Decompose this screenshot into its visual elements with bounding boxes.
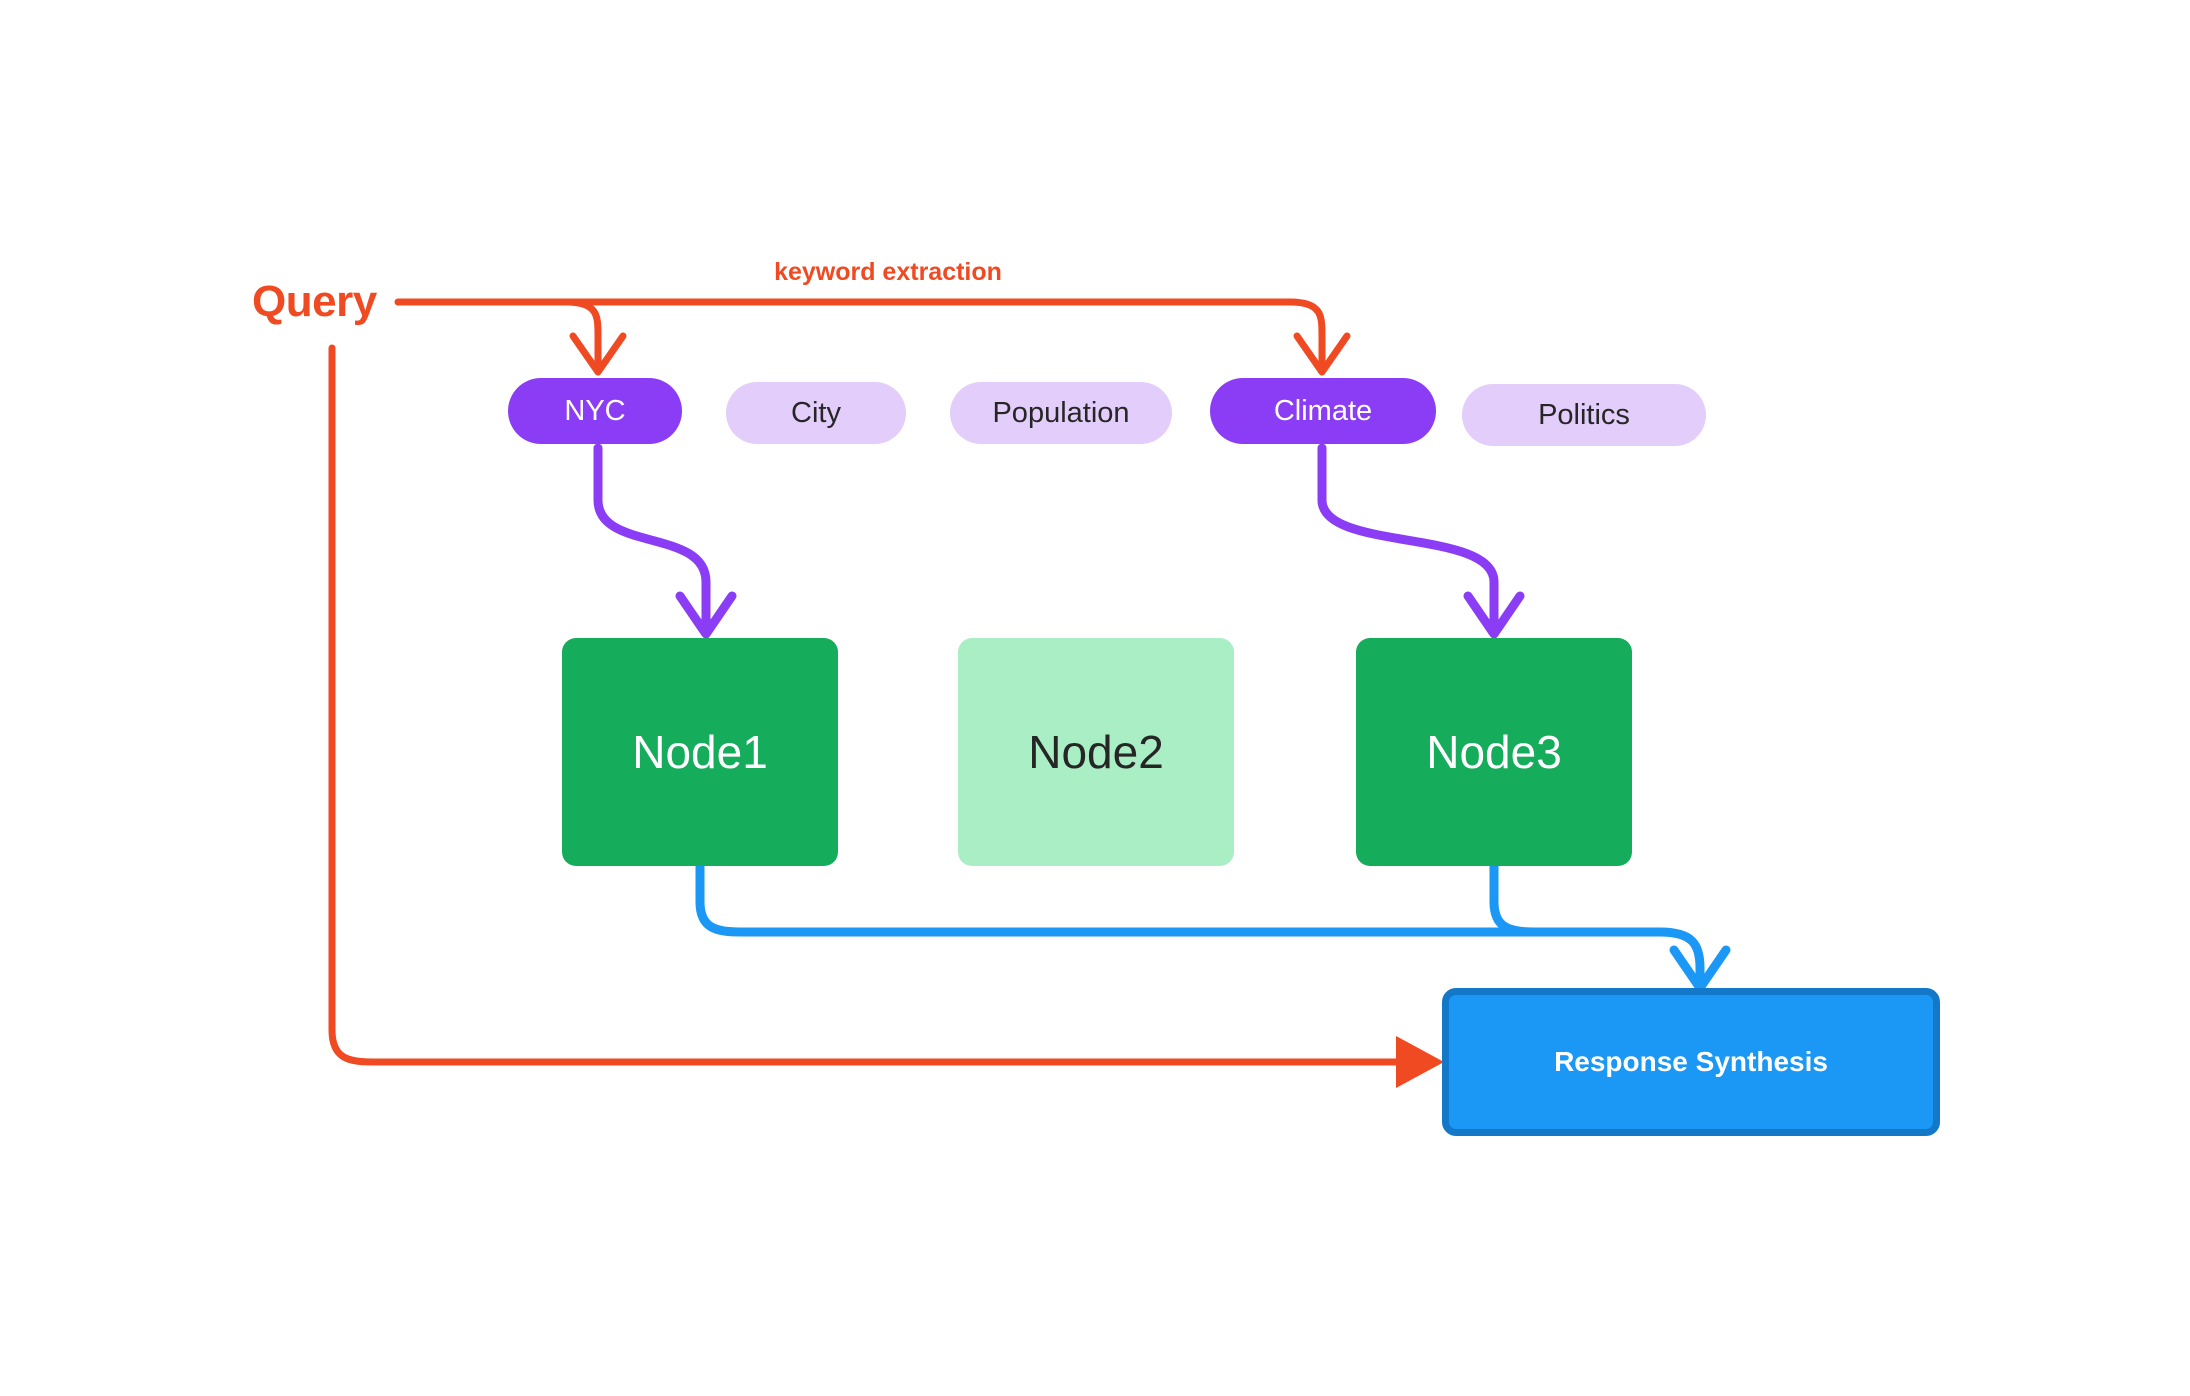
keyword-pill-population[interactable]: Population [950,382,1172,444]
edge-bus-to-synthesis-arrowhead [1669,945,1731,993]
keyword-pill-climate[interactable]: Climate [1210,378,1436,444]
query-label: Query [252,277,377,326]
edge-bus-to-synthesis [1655,927,1705,989]
edge-query-to-nyc-arrowhead [569,332,627,376]
node-box-node1[interactable]: Node1 [562,638,838,866]
keyword-extraction-caption: keyword extraction [774,258,1002,286]
edge-query-to-climate-arrowhead [1293,332,1351,376]
edge-query-to-nyc [562,298,602,372]
keyword-pill-politics[interactable]: Politics [1462,384,1706,446]
node-box-node2[interactable]: Node2 [958,638,1234,866]
edge-nyc-to-node1-arrowhead [675,591,737,639]
keyword-pill-nyc[interactable]: NYC [508,378,682,444]
response-synthesis-box[interactable]: Response Synthesis [1442,988,1940,1136]
keyword-pill-city[interactable]: City [726,382,906,444]
node-box-node3[interactable]: Node3 [1356,638,1632,866]
edge-climate-to-node3-arrowhead [1463,591,1525,639]
edge-nyc-to-node1 [593,443,711,633]
edge-node3-to-synthesis [1489,859,1665,937]
edge-climate-to-node3 [1317,443,1499,633]
edge-query-to-synthesis [328,344,1404,1066]
edge-query-to-climate [1286,298,1326,372]
edge-query-to-synthesis-arrowhead [1396,1036,1444,1088]
edge-node1-to-synthesis [695,859,1665,937]
